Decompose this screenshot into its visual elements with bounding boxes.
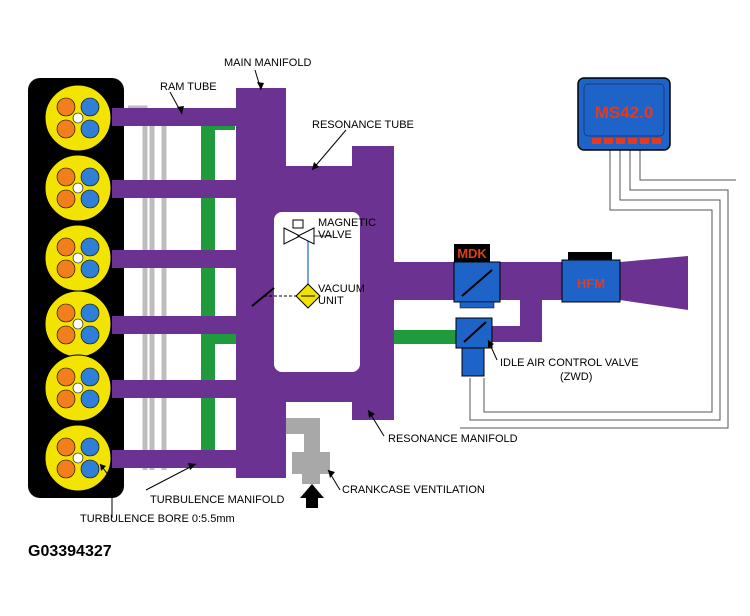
valve [56,459,76,479]
idle-air-control-valve [455,317,493,377]
cylinder [44,224,112,292]
spark-plug [72,452,84,464]
spark-plug [72,252,84,264]
magnetic-valve-label-2: VALVE [318,229,352,241]
valve [56,389,76,409]
valve [80,189,100,209]
figure-id: G03394327 [28,543,112,560]
valve [80,119,100,139]
hfm-sensor: HFM [561,252,621,303]
resonance-flap-icon [251,287,275,307]
valve [80,237,100,257]
resonance-tube-label: RESONANCE TUBE [312,119,414,131]
mdk-label: MDK [457,246,487,261]
ecu-wiring [460,150,736,429]
vacuum-unit-label-2: UNIT [318,295,344,307]
valve [80,325,100,345]
cylinder [44,290,112,358]
main-manifold-label: MAIN MANIFOLD [224,57,311,69]
magnetic-valve-icon [283,227,302,245]
spark-plug [72,382,84,394]
valve [80,367,100,387]
valve [80,437,100,457]
valve [56,167,76,187]
spark-plug [72,318,84,330]
valve [56,189,76,209]
valve [80,97,100,117]
valve [56,303,76,323]
spark-plug [72,112,84,124]
ecu-label: MS42.0 [595,103,654,122]
crankcase-vent-pipe [286,418,330,484]
valve [80,167,100,187]
vacuum-unit-label: VACUUM [318,283,365,295]
spark-plug [72,182,84,194]
valve [80,259,100,279]
leader-arrowheads [100,82,494,478]
idle-valve-label-2: (ZWD) [560,371,592,383]
cylinder [44,354,112,422]
valve [80,303,100,323]
idle-valve-label: IDLE AIR CONTROL VALVE [500,357,639,369]
valve [56,325,76,345]
resonance-manifold-label: RESONANCE MANIFOLD [388,433,518,445]
cylinder [44,424,112,492]
valve [56,367,76,387]
ram-tube-label: RAM TUBE [160,81,217,93]
magnetic-valve-label: MAGNETIC [318,217,376,229]
hfm-label: HFM [577,276,605,291]
valve [56,437,76,457]
mdk-throttle: MDK [453,244,501,309]
turbulence-manifold-label: TURBULENCE MANIFOLD [150,494,285,506]
ecu-ms42: MS42.0 [577,77,671,151]
valve [80,459,100,479]
valve [80,389,100,409]
manifold-cavity [274,212,360,372]
cylinder-row [44,84,112,492]
crankcase-ventilation-label: CRANKCASE VENTILATION [342,484,485,496]
turbulence-bore-label: TURBULENCE BORE 0:5.5mm [80,513,235,525]
cylinder [44,84,112,152]
vacuum-circuit [251,219,332,309]
crankcase-flow-arrow [300,484,324,508]
valve [56,97,76,117]
valve [56,259,76,279]
valve [56,119,76,139]
ram-tube-guides [128,105,167,470]
cylinder [44,154,112,222]
valve [56,237,76,257]
